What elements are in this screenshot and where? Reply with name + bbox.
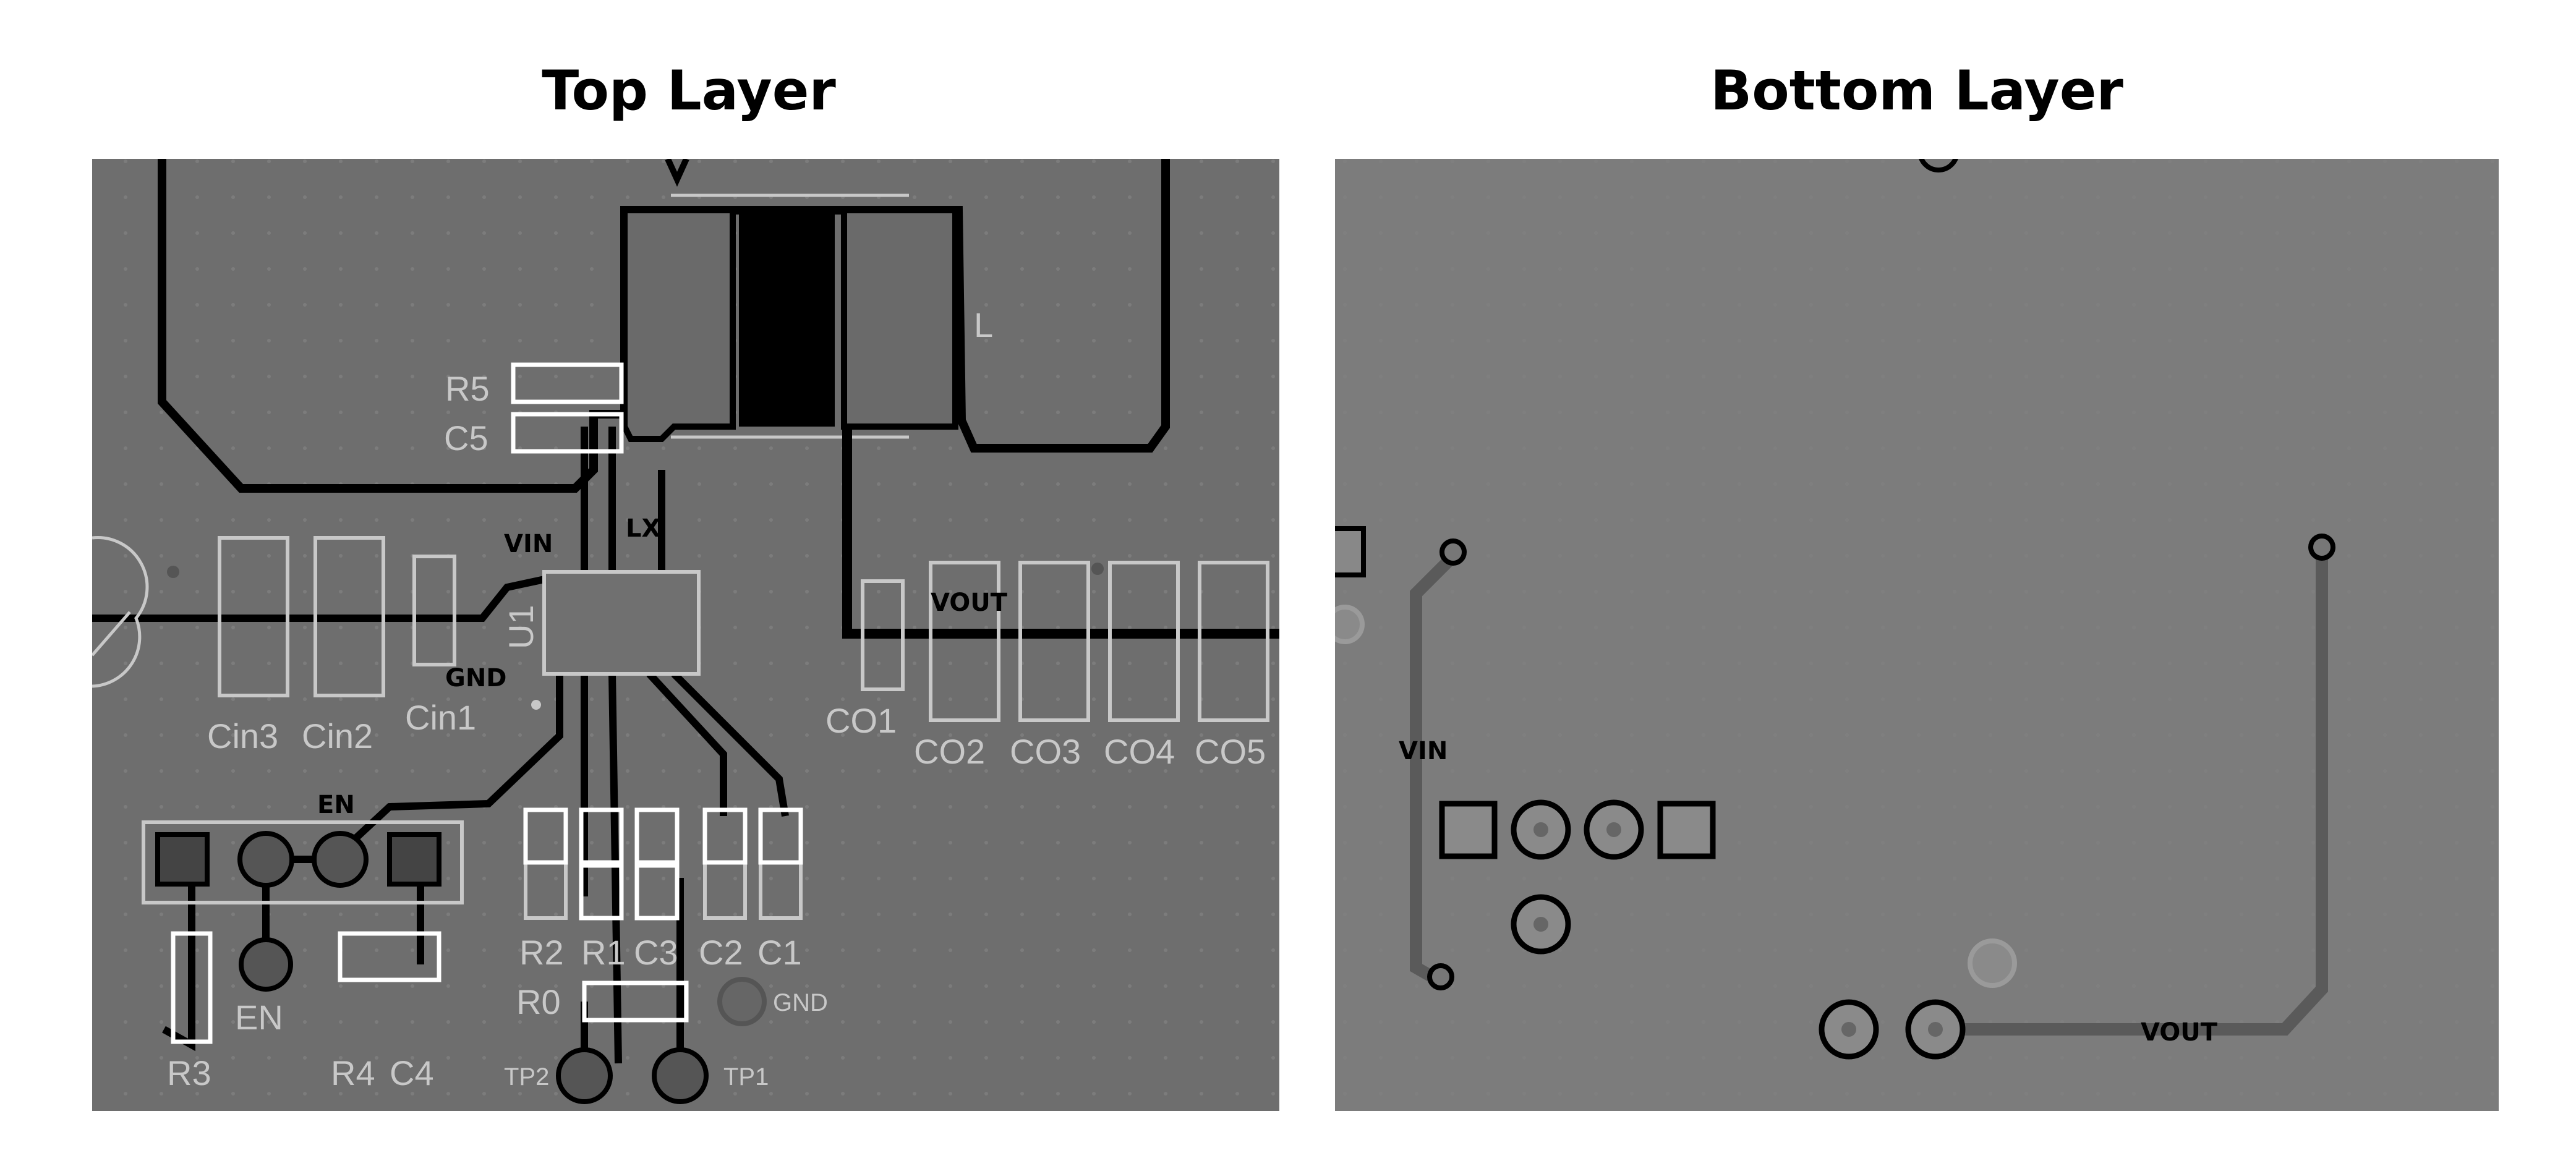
tp1-pad	[652, 1047, 709, 1104]
bottom-net-label-vout: VOUT	[2141, 1018, 2218, 1047]
label-tp2: TP2	[504, 1063, 549, 1091]
label-r5: R5	[445, 369, 490, 408]
label-cin2: Cin2	[302, 717, 373, 755]
label-co5: CO5	[1195, 732, 1266, 771]
u1-body	[542, 570, 701, 676]
net-label-vout: VOUT	[931, 589, 1008, 617]
label-l: L	[974, 305, 993, 344]
inductor-body	[739, 210, 835, 427]
vout-trace	[842, 427, 1279, 639]
label-c3: C3	[634, 933, 678, 972]
label-tp1: TP1	[723, 1063, 769, 1091]
top-layer-board: R5 C5 L Cin3 Cin2 Cin1 CO1 CO2 CO3 CO4 C…	[92, 159, 1279, 1111]
label-co2: CO2	[914, 732, 985, 771]
label-c1: C1	[757, 933, 802, 972]
label-c5: C5	[444, 419, 488, 457]
bottom-layer-title: Bottom Layer	[1710, 59, 2123, 122]
label-r4: R4	[331, 1053, 375, 1092]
bottom-vout-trace	[1932, 547, 2328, 1036]
label-co1: CO1	[825, 701, 897, 740]
bottom-header-pin-1	[1439, 801, 1498, 859]
label-r3: R3	[167, 1053, 211, 1092]
label-r2: R2	[519, 933, 564, 972]
tp2-pad	[556, 1047, 613, 1104]
label-co3: CO3	[1010, 732, 1081, 771]
gnd-testpoint	[717, 977, 767, 1026]
label-c2: C2	[699, 933, 743, 972]
label-en: EN	[235, 998, 283, 1037]
bottom-vin-trace	[1410, 548, 1461, 985]
net-label-gnd: GND	[445, 664, 507, 692]
label-cin3: Cin3	[207, 717, 278, 755]
bottom-layer-board: VIN VOUT	[1335, 159, 2499, 1111]
header-pin-1	[155, 832, 210, 887]
label-r1: R1	[581, 933, 626, 972]
label-gnd-testpoint: GND	[773, 989, 828, 1016]
label-cin1: Cin1	[405, 698, 476, 737]
label-c4: C4	[390, 1053, 434, 1092]
net-label-vin: VIN	[504, 530, 553, 558]
net-label-en: EN	[317, 791, 355, 819]
label-co4: CO4	[1104, 732, 1175, 771]
net-label-lx: LX	[626, 514, 660, 543]
label-r0: R0	[516, 982, 561, 1021]
top-layer-title: Top Layer	[542, 59, 836, 122]
label-u1: U1	[501, 605, 540, 649]
bottom-net-label-vin: VIN	[1399, 737, 1448, 765]
